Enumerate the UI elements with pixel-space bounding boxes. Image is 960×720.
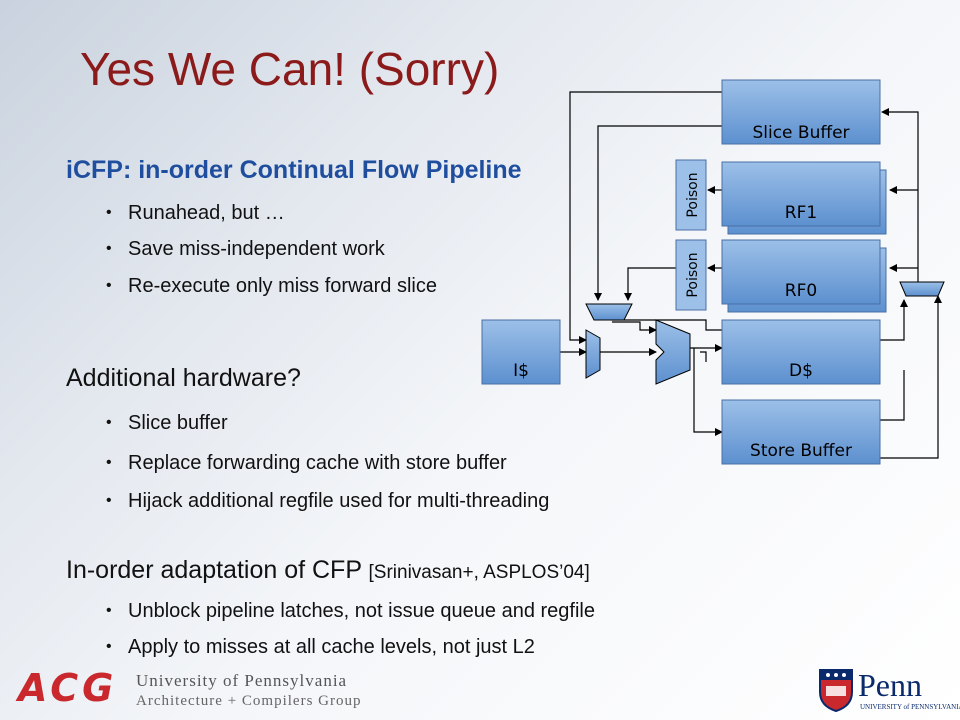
left-mux (585, 329, 601, 379)
rf1-box (721, 161, 881, 227)
store-buffer-box (721, 399, 881, 465)
list-item: • Runahead, but … (106, 202, 285, 225)
wire-stb-back-2 (880, 295, 942, 459)
penn-wordmark: Penn (858, 667, 922, 703)
wire-alu-to-stb (693, 348, 723, 436)
alu (655, 319, 691, 385)
acg-logo: ACG (18, 666, 118, 710)
poison-rf0-label: Poison (685, 252, 701, 297)
wire-sb-back (569, 91, 722, 344)
bullet-dot: • (106, 240, 112, 257)
bullet-text: Save miss-independent work (128, 238, 385, 260)
slice-buffer-box (721, 79, 881, 145)
poison-rf1-label: Poison (685, 172, 701, 217)
list-item: • Hijack additional regfile used for mult… (106, 490, 549, 513)
wire-sb-to-mux (594, 125, 722, 301)
bullet-dot: • (106, 414, 112, 431)
citation: [Srinivasan+, ASPLOS’04] (368, 562, 590, 583)
wire-alu-to-rfs (700, 351, 707, 362)
rf0-box (721, 239, 881, 305)
bullet-text: Runahead, but … (128, 202, 285, 224)
rf0-label: RF0 (785, 281, 817, 301)
group-name: Architecture + Compilers Group (136, 693, 362, 709)
bullet-text: Apply to misses at all cache levels, not… (128, 636, 535, 658)
wire-mux-to-alu (612, 321, 657, 334)
bullet-dot: • (106, 277, 112, 294)
top-mux (585, 303, 633, 321)
wire-stb-back (880, 370, 905, 421)
bullet-dot: • (106, 454, 112, 471)
bullet-text: Re-execute only miss forward slice (128, 275, 437, 297)
penn-subtitle: UNIVERSITY of PENNSYLVANIA (860, 703, 960, 711)
wire-poison-to-mux (624, 267, 676, 301)
bullet-dot: • (106, 602, 112, 619)
bullet-dot: • (106, 204, 112, 221)
icfp-subheading: iCFP: in-order Continual Flow Pipeline (66, 156, 522, 184)
bullet-text: Replace forwarding cache with store buff… (128, 452, 507, 474)
adaptation-heading-text: In-order adaptation of CFP (66, 556, 362, 584)
slide-title: Yes We Can! (Sorry) (80, 43, 500, 95)
hardware-heading: Additional hardware? (66, 364, 301, 392)
dcache-label: D$ (789, 361, 813, 381)
poison-rf0-box (675, 239, 707, 311)
bullet-text: Slice buffer (128, 412, 228, 434)
list-item: • Unblock pipeline latches, not issue que… (106, 600, 595, 623)
bullet-text: Unblock pipeline latches, not issue queu… (128, 600, 595, 622)
icache-box (481, 319, 561, 385)
bullet-text: Hijack additional regfile used for multi… (128, 490, 550, 512)
list-item: • Save miss-independent work (106, 238, 385, 261)
bullet-dot: • (106, 638, 112, 655)
adaptation-heading: In-order adaptation of CFP [Srinivasan+,… (66, 556, 590, 585)
dcache-box (721, 319, 881, 385)
wire-rmux-to-sb (881, 108, 919, 282)
poison-rf1-box (675, 159, 707, 231)
right-mux (899, 281, 945, 297)
slice-buffer-label: Slice Buffer (752, 123, 849, 143)
rf1-label: RF1 (785, 203, 817, 223)
penn-shield-icon (819, 669, 853, 712)
store-buffer-label: Store Buffer (750, 441, 852, 461)
list-item: • Replace forwarding cache with store buf… (106, 452, 507, 475)
university-name: University of Pennsylvania (136, 671, 348, 690)
wire-dc-back (880, 299, 908, 341)
bullet-dot: • (106, 492, 112, 509)
list-item: • Apply to misses at all cache levels, no… (106, 636, 535, 659)
list-item: • Re-execute only miss forward slice (106, 275, 437, 298)
list-item: • Slice buffer (106, 412, 228, 435)
icache-label: I$ (513, 361, 529, 381)
